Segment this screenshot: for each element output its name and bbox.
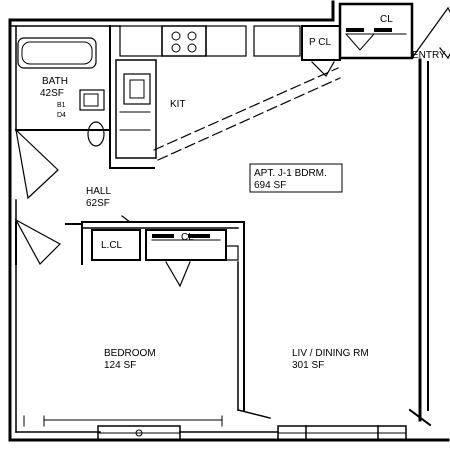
labels: CL ENTRY P CL BATH 42SF B1 D4 KIT APT. J…: [40, 14, 446, 371]
hall-area: 62SF: [86, 198, 110, 209]
living-name: LIV / DINING RM: [292, 348, 369, 359]
entry-closet-label: CL: [380, 14, 393, 25]
hall-name: HALL: [86, 186, 111, 197]
bath-code-1: B1: [57, 102, 66, 109]
bath-name: BATH: [42, 76, 68, 87]
entry-label: ENTRY: [412, 50, 446, 61]
interior-walls: [15, 221, 271, 419]
entry-closet: [331, 0, 414, 60]
windows: [23, 415, 407, 441]
apartment-area: 694 SF: [254, 180, 286, 191]
pantry-closet-label: P CL: [309, 37, 331, 48]
kitchen-name: KIT: [170, 99, 186, 110]
entry-door: [411, 7, 450, 59]
linen-closet: [91, 215, 141, 261]
kitchen: [109, 25, 341, 169]
bathroom: [15, 25, 111, 200]
pantry-closet: [301, 25, 341, 77]
living-area: 301 SF: [292, 360, 324, 371]
bedroom-closet: [145, 229, 239, 288]
bath-code-2: D4: [57, 112, 66, 119]
apartment-label-box: [249, 163, 343, 193]
linen-closet-label: L.CL: [101, 240, 123, 251]
hall-door: [14, 218, 61, 265]
bedroom-area: 124 SF: [104, 360, 136, 371]
exterior-walls: [8, 18, 450, 442]
bedroom-closet-label: CL: [181, 232, 194, 243]
bath-area: 42SF: [40, 88, 64, 99]
apartment-name: APT. J-1 BDRM.: [254, 168, 327, 179]
bedroom-name: BEDROOM: [104, 348, 156, 359]
